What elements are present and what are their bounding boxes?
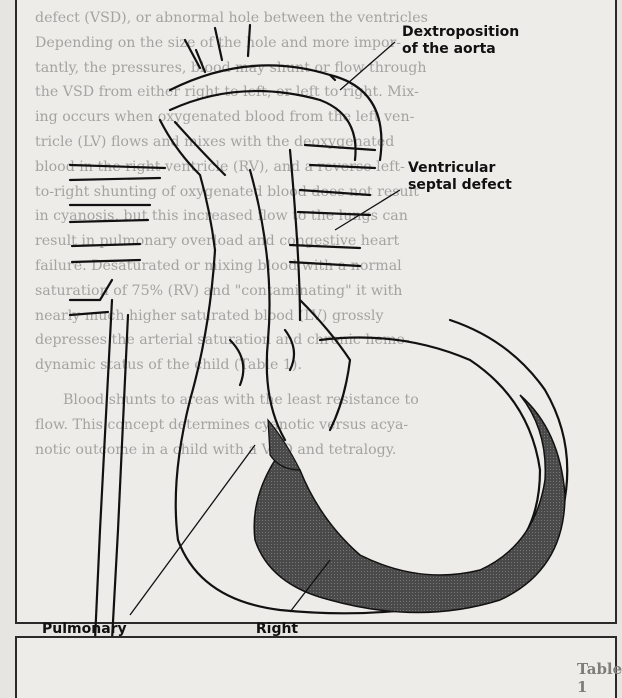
- vsd-line: [300, 300, 350, 430]
- right-branches: [290, 145, 375, 266]
- vessel-left-mid: [70, 205, 150, 222]
- label-aorta: Dextroposition of the aorta: [402, 24, 519, 58]
- vessel-left-low: [72, 244, 140, 262]
- label-aorta-line: Dextroposition: [402, 24, 519, 41]
- aorta-branches: [185, 25, 250, 72]
- pulmonary-artery: [160, 120, 225, 250]
- rv-hypertrophy-wall: [254, 395, 565, 613]
- leader-aorta: [340, 42, 395, 90]
- leader-vsd: [335, 190, 400, 230]
- heart-diagram: [0, 0, 622, 684]
- table-box: [15, 636, 617, 698]
- label-vsd: Ventricular septal defect: [408, 160, 512, 194]
- vena-cava: [95, 300, 128, 640]
- vessel-left-upper: [70, 165, 165, 180]
- leader-pulmonary: [130, 445, 255, 615]
- label-aorta-line: of the aorta: [402, 41, 519, 58]
- table-caption: Table 1: [577, 660, 622, 696]
- vessel-left-branch: [70, 280, 112, 315]
- valve-flaps: [230, 330, 294, 385]
- aortic-arch: [170, 65, 335, 110]
- label-vsd-line: Ventricular: [408, 160, 512, 177]
- septum: [250, 150, 300, 440]
- label-vsd-line: septal defect: [408, 177, 512, 194]
